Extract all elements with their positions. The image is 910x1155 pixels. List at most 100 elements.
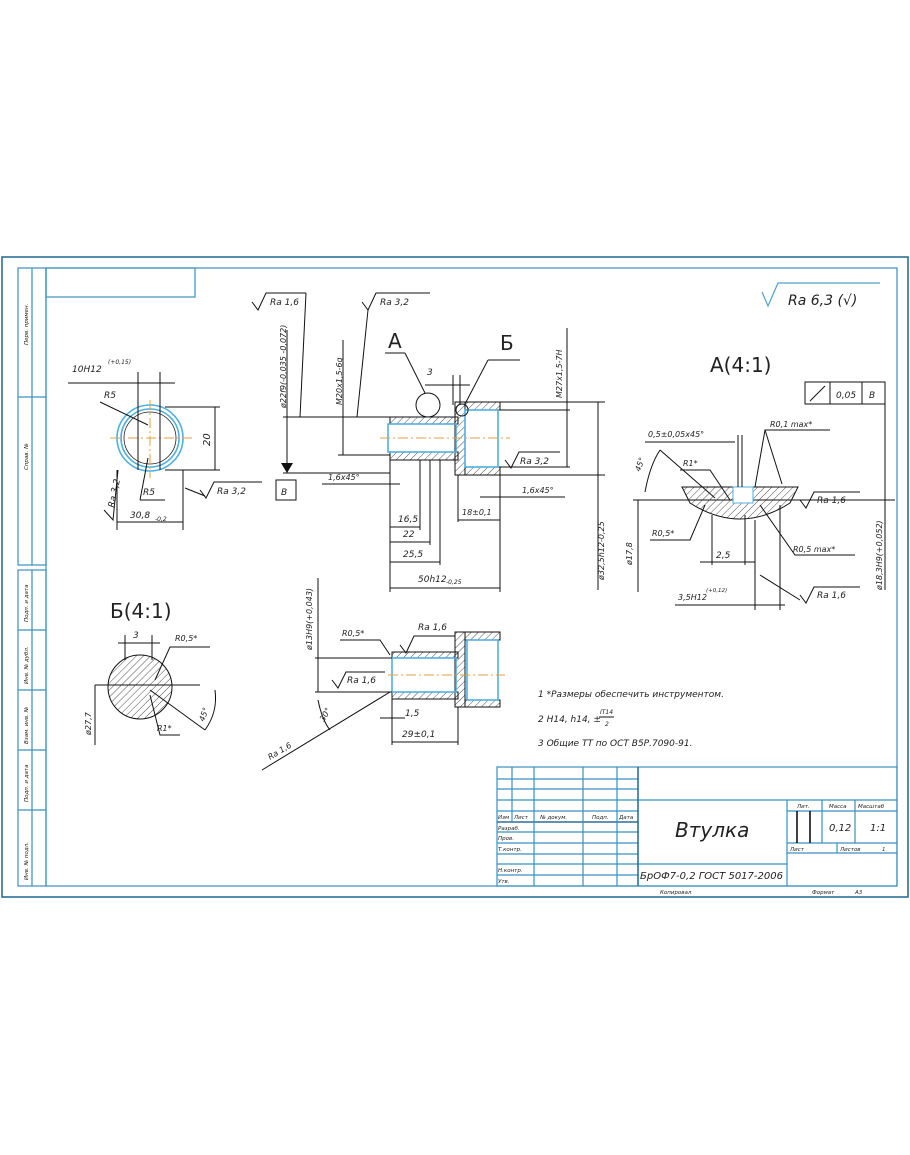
material: БрОФ7-0,2 ГОСТ 5017-2006 (640, 871, 783, 882)
detail-b-radius-r1: R1* (157, 724, 172, 733)
header-sign: Подп. (592, 815, 609, 821)
side-label-sign-date-2: Подп. и дата (24, 764, 30, 802)
left-end-view: 10H12 (+0,15) 20 R5 R5 30,8 -0,2 Ra 3,2 … (68, 359, 262, 530)
roughness-ra16-a-top: Ra 1,6 (817, 496, 846, 506)
role-approved: Утв. (498, 879, 510, 885)
copied-label: Копировал (660, 890, 692, 896)
mass-label: Масса (829, 804, 847, 810)
roughness-ra16-lower-top: Ra 1,6 (418, 623, 447, 633)
header-sheet: Лист (513, 815, 529, 821)
sheet-frame (1, 256, 909, 898)
chamfer-left-dim: 1,6x45° (328, 473, 360, 482)
flat-dim: 20 (202, 433, 213, 446)
dim-3: 3 (427, 368, 433, 378)
detail-b-dim-3: 3 (133, 631, 139, 641)
detail-b-radius-r05: R0,5* (175, 634, 197, 643)
callout-b: Б (500, 331, 514, 355)
note-2: 2 H14, h14, ± (538, 715, 601, 725)
scale-label: Масштаб (858, 804, 885, 810)
dim-3-5: 3,5H12 (678, 593, 707, 602)
radius-r1: R1* (683, 459, 698, 468)
radius-r01-max: R0,1 max* (770, 420, 812, 429)
note-2-fraction-den: 2 (605, 721, 609, 728)
sheets-count: 1 (882, 847, 886, 853)
dim-50-tol: -0,25 (446, 579, 462, 586)
thread-m27: M27x1,5-7H (555, 349, 564, 398)
diameter-17-8-dim: ø17,8 (625, 542, 634, 566)
role-norm-control: Н.контр. (498, 868, 523, 874)
detail-b-angle-45: 45° (197, 706, 210, 722)
radius-r05: R0,5* (652, 529, 674, 538)
general-roughness: Ra 6,3 (√) (761, 282, 880, 309)
tolerance-datum: B (869, 391, 875, 401)
part-name: Втулка (675, 818, 749, 842)
slot-width-dim: 10H12 (72, 365, 102, 375)
radius-r5-top: R5 (104, 391, 116, 401)
detail-b-view: Б(4:1) 3 R0,5* ø27,7 R1* 45° (84, 599, 216, 745)
side-label-dup-inv: Инв. № дубл. (24, 646, 30, 684)
roughness-ra32-right: Ra 3,2 (520, 457, 549, 467)
roughness-ra16-a-bottom: Ra 1,6 (817, 591, 846, 601)
diameter-18-3-dim: ø18,3H9(+0,052) (875, 520, 884, 591)
radius-r05-max: R0,5 max* (793, 545, 835, 554)
detail-b-title: Б(4:1) (110, 599, 172, 623)
note-2-fraction-num: IT14 (600, 709, 613, 716)
outer-border (1, 256, 909, 898)
across-flats-tol: -0,2 (155, 516, 167, 523)
role-checker: Пров. (498, 836, 514, 842)
scale-value: 1:1 (870, 823, 886, 834)
diameter-22-dim: ø22f9(-0,035 -0,072) (279, 325, 288, 409)
across-flats-dim: 30,8 (130, 511, 150, 521)
diameter-13-dim: ø13H9(+0,043) (305, 588, 314, 651)
dim-25-5: 25,5 (403, 550, 423, 560)
note-3: 3 Общие ТТ по ОСТ В5Р.7090-91. (538, 739, 692, 749)
header-date: Дата (618, 815, 634, 821)
runout-icon (809, 385, 826, 402)
side-label-ref-no: Справ. № (24, 443, 30, 470)
dim-16-5: 16,5 (398, 515, 418, 525)
roughness-vertical: Ra 3,2 (107, 478, 123, 509)
main-section-view: A Б 3 ø22f9(-0,035 -0,072) B M20x1,5-6g … (251, 292, 606, 592)
side-label-replace-inv: Взам. инв. № (24, 706, 30, 744)
header-change: Изм (498, 815, 509, 821)
detail-a-view: A(4:1) 0,05 B ø18,3H9(+0,052) ø17,8 0,5±… (625, 353, 895, 610)
dim-3-5-tol: (+0,12) (706, 588, 727, 594)
dim-22: 22 (403, 530, 415, 540)
side-label-sign-date: Подп. и дата (24, 584, 30, 622)
dim-50: 50h12 (418, 575, 447, 585)
callout-a: A (388, 329, 402, 353)
diameter-32-5-dim: ø32,5h12-0,25 (597, 521, 606, 581)
roughness-ra32-top: Ra 3,2 (380, 298, 409, 308)
sheet-label: Лист (789, 847, 805, 853)
roughness-ra16-lower-mid: Ra 1,6 (347, 676, 376, 686)
thread-m20: M20x1,5-6g (335, 357, 344, 405)
title-block: Изм Лист № докум. Подп. Дата Разраб. Про… (496, 766, 898, 896)
chamfer-right-dim: 1,6x45° (522, 486, 554, 495)
lower-section-view: ø13H9(+0,043) R0,5* Ra 1,6 Ra 1,6 30° Ra… (261, 578, 505, 771)
dim-2-5: 2,5 (716, 551, 731, 561)
side-strip: Перв. примен. Справ. № Подп. и дата Инв.… (17, 267, 47, 887)
format-label: Формат (812, 890, 835, 896)
tolerance-value: 0,05 (836, 391, 856, 401)
role-developer: Разраб. (498, 826, 520, 832)
technical-notes: 1 *Размеры обеспечить инструментом. 2 H1… (538, 690, 724, 749)
roughness-ra16-top-left: Ra 1,6 (270, 298, 299, 308)
chamfer-dim: 0,5±0,05x45° (648, 430, 704, 439)
note-1: 1 *Размеры обеспечить инструментом. (538, 690, 724, 700)
corner-box (45, 267, 196, 298)
angle-45-a: 45° (633, 456, 646, 472)
lit-label: Лит. (796, 804, 810, 810)
side-label-first-use: Перв. примен. (24, 303, 30, 345)
radius-r5-bottom: R5 (143, 488, 155, 498)
datum-b: B (281, 488, 287, 498)
format-value: А3 (854, 890, 863, 896)
detail-a-title: A(4:1) (710, 353, 771, 377)
dim-18: 18±0,1 (462, 508, 492, 517)
lower-radius-r05: R0,5* (342, 629, 364, 638)
dim-29: 29±0,1 (402, 730, 435, 740)
mass-value: 0,12 (829, 823, 851, 834)
side-label-orig-inv: Инв. № подл. (24, 842, 30, 880)
role-tech-control: Т.контр. (498, 847, 522, 853)
roughness-side: Ra 3,2 (217, 487, 246, 497)
